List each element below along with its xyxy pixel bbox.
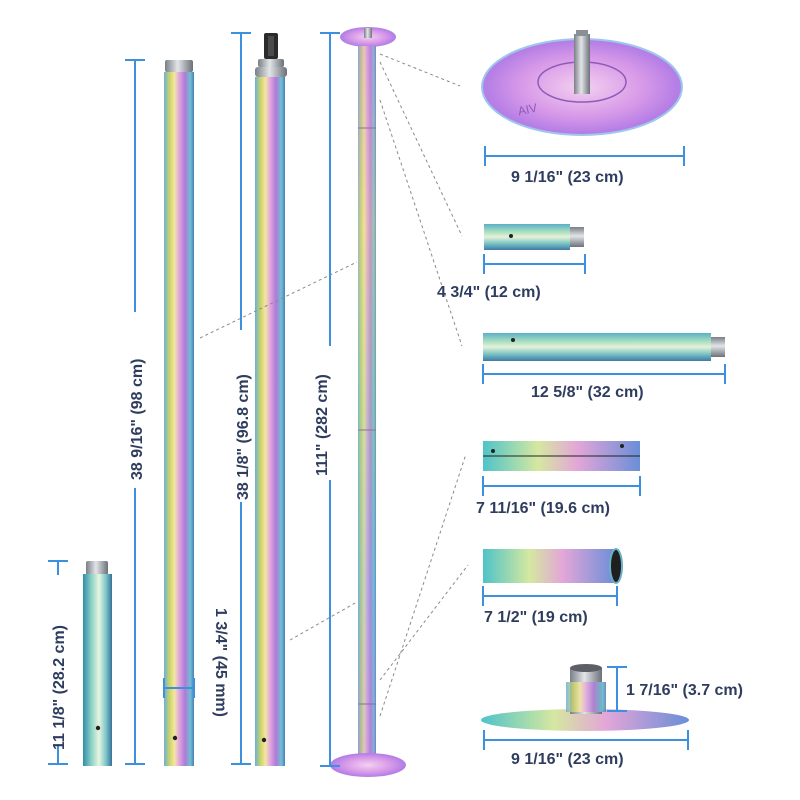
tube-a-part xyxy=(483,441,640,471)
tube-left xyxy=(164,60,194,766)
brand-logo: AIV xyxy=(517,101,539,119)
pole-height-dimension: 111" (282 cm) xyxy=(314,32,341,767)
tube-b-label: 7 1/2" (19 cm) xyxy=(484,609,588,626)
base-height-label: 1 7/16" (3.7 cm) xyxy=(626,682,743,699)
top-dome-label: 9 1/16" (23 cm) xyxy=(511,169,624,186)
base-plate-label: 9 1/16" (23 cm) xyxy=(511,751,624,768)
tube-mid xyxy=(255,33,287,766)
pole-height-label: 111" (282 cm) xyxy=(314,374,331,476)
extension-dimension: 11 1/8" (28.2 cm) xyxy=(47,560,69,765)
tube-mid-dimension: 38 1/8" (96.8 cm) xyxy=(230,32,252,765)
diameter-dimension: 1 3/4" (45 mm) xyxy=(163,608,229,717)
base-plate-dimension: 9 1/16" (23 cm) xyxy=(483,730,689,768)
mid-joint-label: 12 5/8" (32 cm) xyxy=(531,384,644,401)
tube-b-part xyxy=(483,548,623,584)
small-joint-dimension: 4 3/4" (12 cm) xyxy=(437,254,586,301)
assembled-pole xyxy=(330,27,406,777)
diameter-label: 1 3/4" (45 mm) xyxy=(212,608,229,717)
tube-left-length-label: 38 9/16" (98 cm) xyxy=(129,359,146,480)
top-dome-dimension: 9 1/16" (23 cm) xyxy=(484,146,685,186)
tube-b-dimension: 7 1/2" (19 cm) xyxy=(482,586,618,626)
base-height-dimension: 1 7/16" (3.7 cm) xyxy=(607,666,743,712)
mid-joint-dimension: 12 5/8" (32 cm) xyxy=(482,364,726,401)
small-joint-label: 4 3/4" (12 cm) xyxy=(437,284,541,301)
mid-joint-part xyxy=(483,333,725,361)
extension-tube xyxy=(83,561,112,766)
leader-lines xyxy=(199,53,469,717)
top-dome-part: AIV xyxy=(481,30,683,136)
extension-length-label: 11 1/8" (28.2 cm) xyxy=(51,625,68,750)
tube-mid-length-label: 38 1/8" (96.8 cm) xyxy=(235,374,252,500)
tube-a-label: 7 11/16" (19.6 cm) xyxy=(476,500,610,517)
tube-a-dimension: 7 11/16" (19.6 cm) xyxy=(476,476,641,517)
tube-left-dimension: 38 9/16" (98 cm) xyxy=(124,59,146,765)
small-joint-part xyxy=(484,224,584,250)
base-plate-part xyxy=(481,664,689,731)
